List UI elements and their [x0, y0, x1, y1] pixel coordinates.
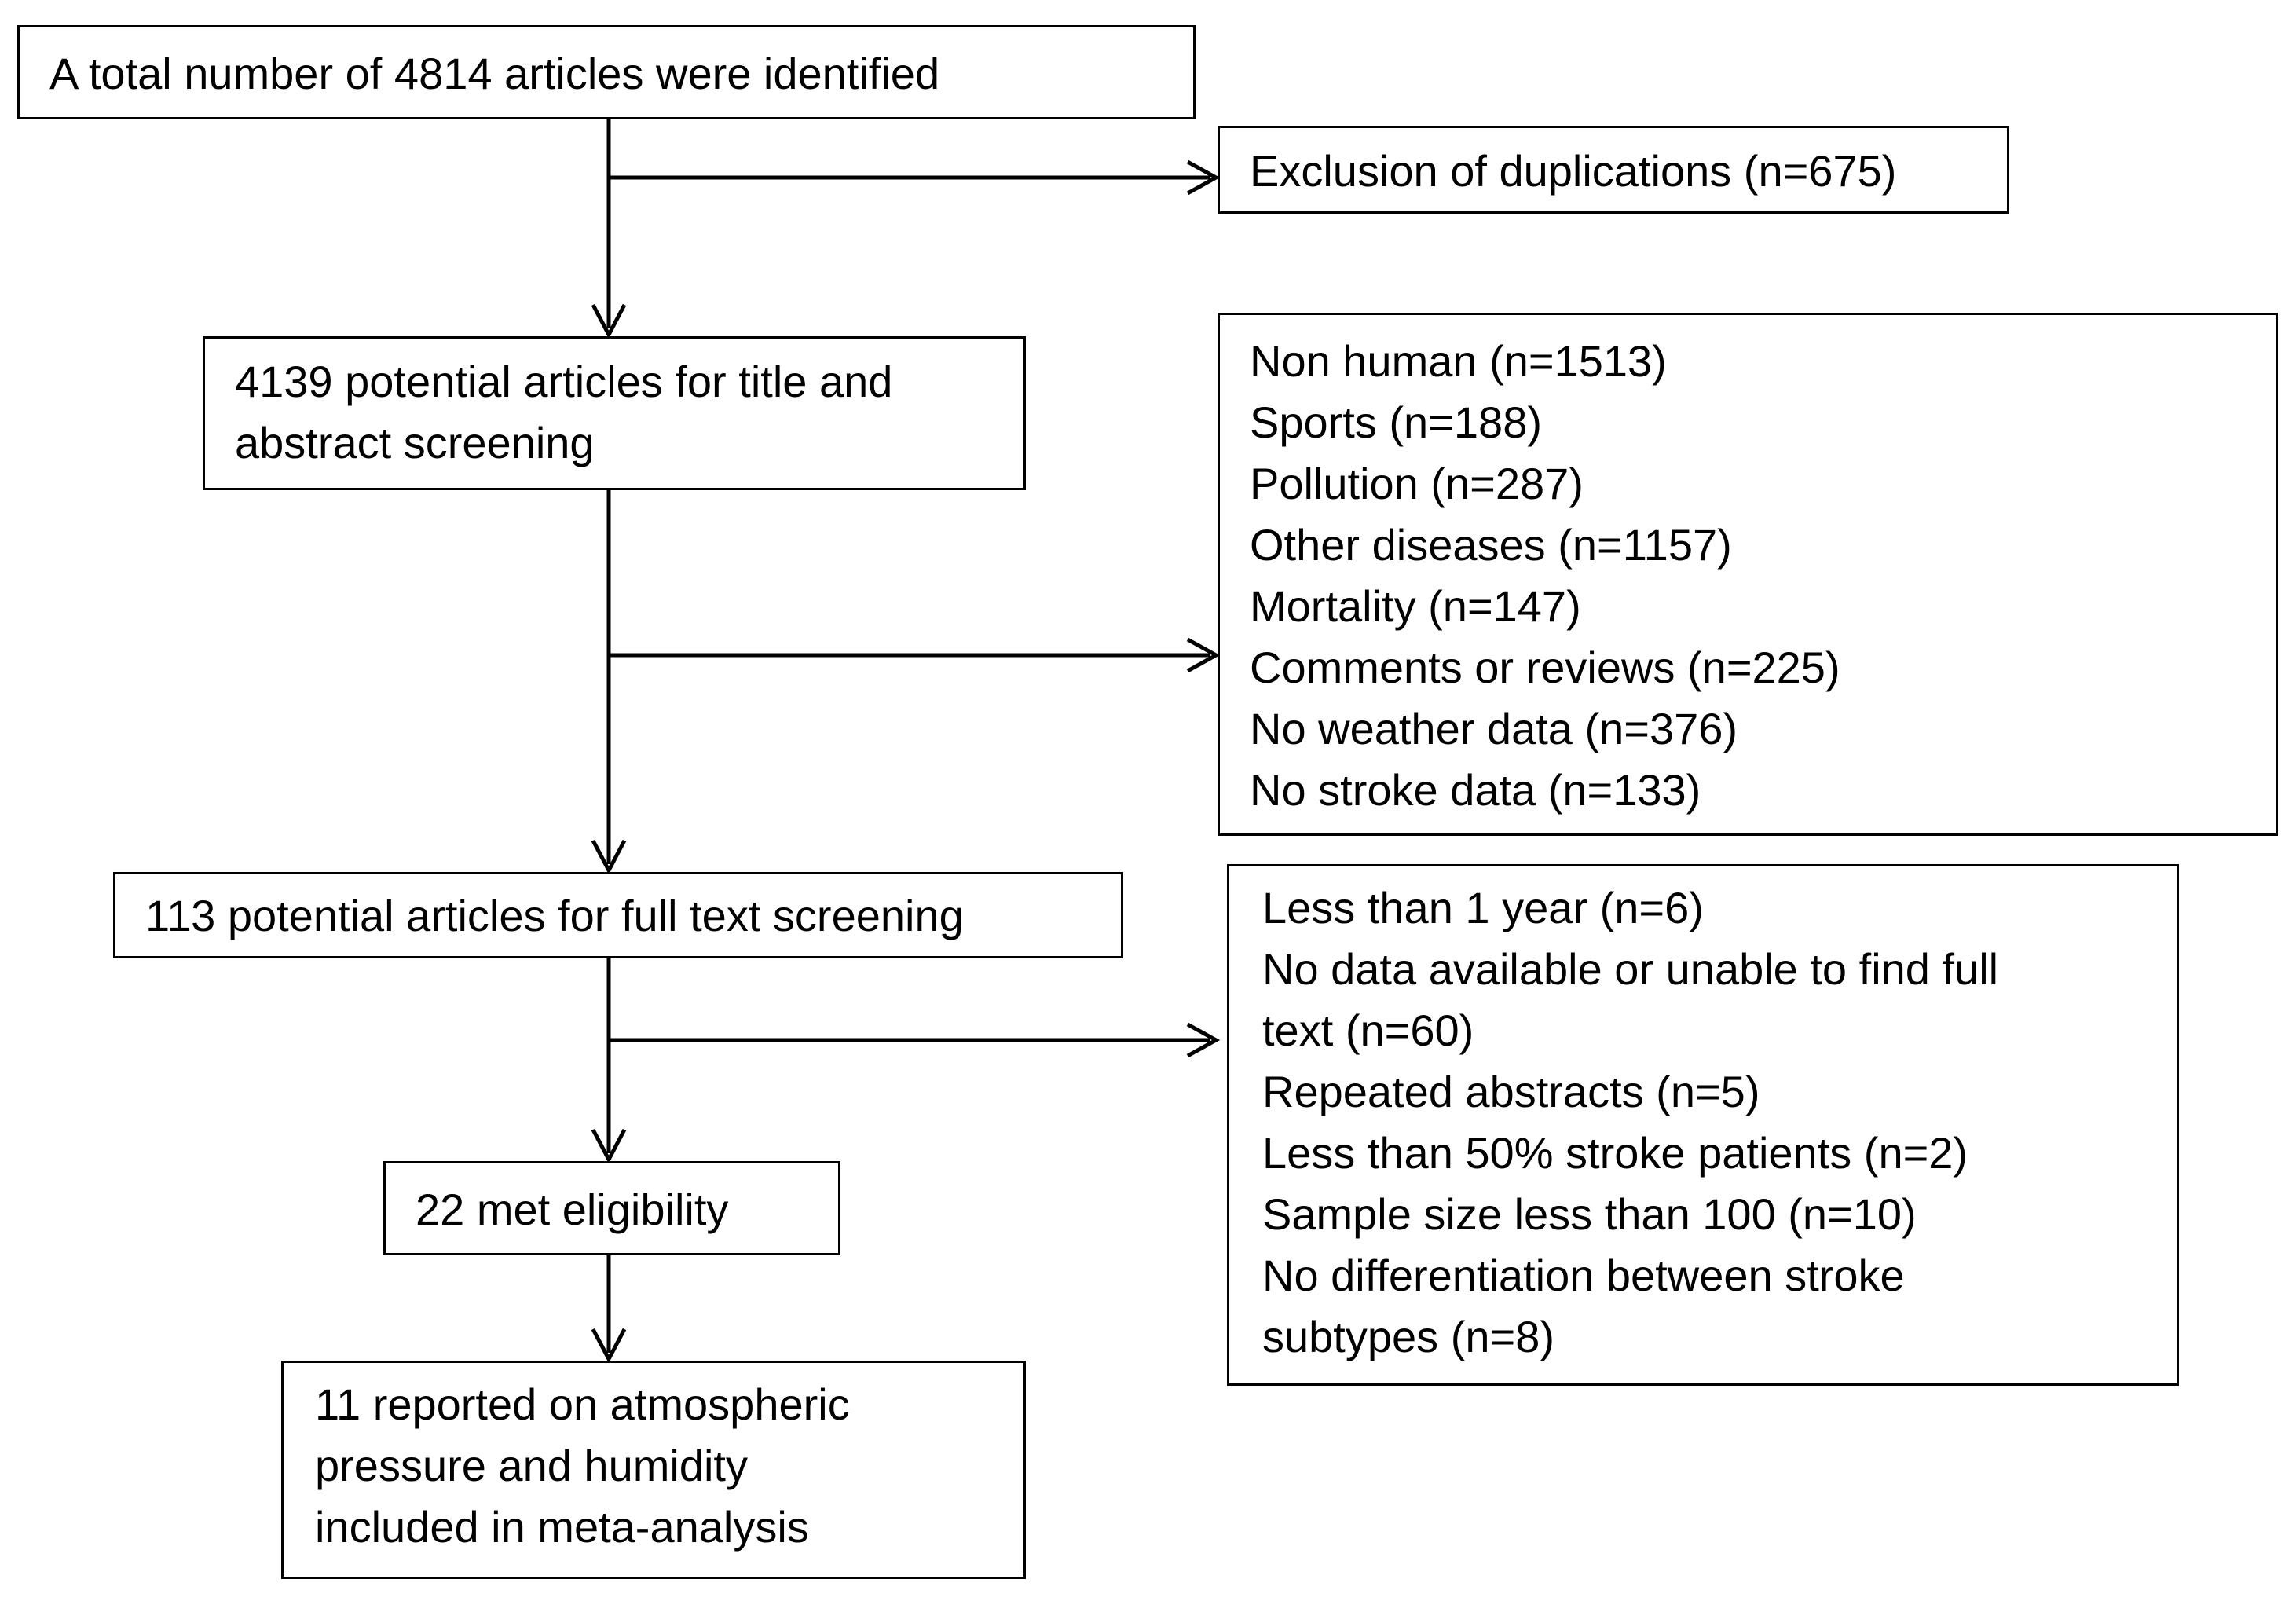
title-abstract-line-2: abstract screening — [235, 418, 595, 467]
exclusions-full-text-box: Less than 1 year (n=6) No data available… — [1227, 864, 2179, 1386]
exclusion-item: subtypes (n=8) — [1262, 1312, 1554, 1361]
full-text-label: 113 potential articles for full text scr… — [145, 891, 964, 940]
exclusion-item: No stroke data (n=133) — [1250, 765, 1701, 815]
full-text-box: 113 potential articles for full text scr… — [113, 872, 1123, 958]
included-line-2: pressure and humidity — [315, 1441, 748, 1490]
duplicates-box: Exclusion of duplications (n=675) — [1218, 126, 2009, 214]
exclusion-item: Non human (n=1513) — [1250, 336, 1667, 386]
exclusion-item: Repeated abstracts (n=5) — [1262, 1067, 1760, 1116]
exclusion-item: Other diseases (n=1157) — [1250, 520, 1732, 570]
eligible-label: 22 met eligibility — [416, 1185, 729, 1234]
identified-box: A total number of 4814 articles were ide… — [17, 25, 1196, 119]
duplicates-label: Exclusion of duplications (n=675) — [1250, 146, 1897, 196]
exclusion-item: Pollution (n=287) — [1250, 459, 1584, 508]
exclusion-item: Less than 50% stroke patients (n=2) — [1262, 1128, 1968, 1178]
exclusion-item: text (n=60) — [1262, 1006, 1474, 1055]
included-line-3: included in meta-analysis — [315, 1502, 809, 1552]
included-box: 11 reported on atmospheric pressure and … — [281, 1361, 1026, 1579]
exclusion-item: Sample size less than 100 (n=10) — [1262, 1189, 1917, 1239]
exclusion-item: No weather data (n=376) — [1250, 704, 1738, 753]
exclusion-item: Mortality (n=147) — [1250, 581, 1581, 631]
exclusion-item: Sports (n=188) — [1250, 398, 1542, 447]
exclusion-item: No data available or unable to find full — [1262, 944, 1999, 994]
eligible-box: 22 met eligibility — [383, 1161, 840, 1255]
exclusion-item: Less than 1 year (n=6) — [1262, 883, 1704, 932]
title-abstract-box: 4139 potential articles for title and ab… — [203, 336, 1026, 490]
title-abstract-line-1: 4139 potential articles for title and — [235, 357, 893, 406]
exclusion-item: No differentiation between stroke — [1262, 1251, 1905, 1300]
exclusion-item: Comments or reviews (n=225) — [1250, 643, 1840, 692]
exclusions-title-abstract-box: Non human (n=1513) Sports (n=188) Pollut… — [1218, 313, 2278, 836]
identified-label: A total number of 4814 articles were ide… — [49, 49, 940, 98]
included-line-1: 11 reported on atmospheric — [315, 1379, 850, 1429]
